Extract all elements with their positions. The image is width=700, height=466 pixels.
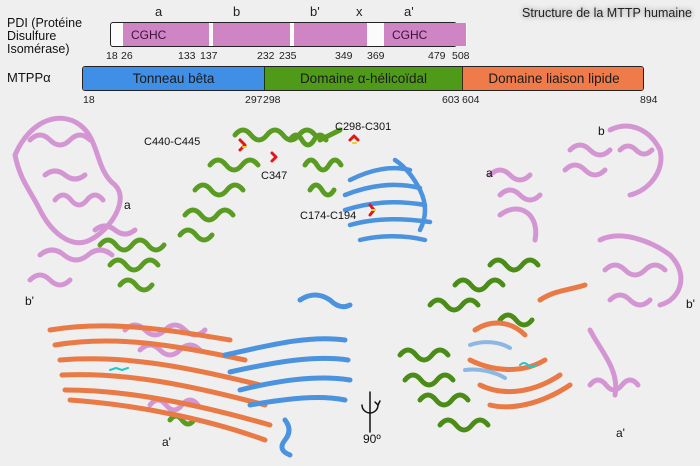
- pdi-bar-container: CGHC CGHC: [110, 22, 467, 47]
- pdi-num-369: 369: [367, 50, 385, 62]
- pdi-num-137: 137: [200, 50, 218, 62]
- rotation-label: 90º: [363, 432, 381, 446]
- mtppa-num-297: 297: [245, 94, 263, 106]
- rotation-icon: [361, 391, 381, 433]
- pdi-domain-a-motif: CGHC: [131, 27, 167, 42]
- pdi-domain-aprime: CGHC: [383, 23, 467, 46]
- mtppa-domain-lipid-binding-label: Domaine liaison lipide: [488, 71, 620, 86]
- pdi-num-479: 479: [428, 50, 446, 62]
- pdi-label-line-2: Disulfure: [7, 29, 57, 43]
- label-left-b-prime: b': [25, 294, 34, 308]
- right-lipid-binding-ribbon: [467, 282, 588, 410]
- right-alpha-helical-ribbon: [397, 257, 541, 433]
- pdi-domain-x-letter: x: [356, 4, 363, 19]
- mtppa-domain-alpha-helical: Domaine α-hélicoïdal: [264, 67, 463, 90]
- label-c298-c301: C298-C301: [335, 121, 392, 133]
- pdi-domain-aprime-letter: a': [404, 4, 414, 19]
- pdi-num-232: 232: [257, 50, 275, 62]
- right-pdi-ribbon: [487, 123, 684, 398]
- label-left-a: a: [124, 198, 131, 212]
- label-c347: C347: [261, 170, 288, 182]
- left-beta-barrel-ribbon: [222, 292, 353, 458]
- pdi-label-line-1: PDI (Protéine: [7, 16, 83, 30]
- pdi-num-26: 26: [121, 50, 133, 62]
- mtppa-num-894: 894: [640, 94, 658, 106]
- left-lipid-binding-ribbon: [47, 323, 273, 443]
- pdi-label-line-3: Isomérase): [7, 42, 70, 56]
- label-c174-c194: C174-C194: [300, 210, 357, 222]
- pdi-domain-aprime-motif: CGHC: [392, 27, 428, 42]
- pdi-domain-a: CGHC: [122, 23, 210, 46]
- label-right-b: b: [598, 124, 605, 138]
- mtppa-domain-beta-barrel: Tonneau bêta: [83, 67, 264, 90]
- label-right-b-prime: b': [686, 297, 695, 311]
- mtppa-num-298: 298: [263, 94, 281, 106]
- label-right-a: a: [486, 166, 493, 180]
- central-beta-barrel-ribbon: [342, 157, 433, 243]
- mtppa-num-604: 604: [462, 94, 480, 106]
- pdi-num-235: 235: [279, 50, 297, 62]
- pdi-domain-bprime: [293, 23, 368, 46]
- figure-title: Structure de la MTTP humaine: [522, 6, 692, 20]
- pdi-domain-b: [212, 23, 291, 46]
- mtppa-domain-beta-barrel-label: Tonneau bêta: [132, 71, 215, 86]
- pdi-domain-b-letter: b: [233, 4, 241, 19]
- central-alpha-helical-ribbon: [177, 127, 344, 243]
- mtppa-domain-alpha-helical-label: Domaine α-hélicoïdal: [299, 71, 428, 86]
- mtppa-domain-lipid-binding: Domaine liaison lipide: [463, 67, 643, 90]
- mtppa-bar: Tonneau bêta Domaine α-hélicoïdal Domain…: [82, 66, 644, 91]
- pdi-num-133: 133: [178, 50, 196, 62]
- pdi-num-18: 18: [106, 50, 118, 62]
- left-alpha-helical-ribbon: [97, 237, 197, 427]
- pdi-num-349: 349: [335, 50, 353, 62]
- pdi-domain-bprime-letter: b': [310, 4, 320, 19]
- label-left-a-prime: a': [162, 435, 171, 449]
- right-beta-barrel-ribbon: [463, 340, 512, 380]
- pdi-num-508: 508: [452, 50, 470, 62]
- pdi-label: PDI (Protéine Disulfure Isomérase): [7, 17, 82, 56]
- ligand-markers: [109, 362, 537, 371]
- label-right-a-prime: a': [616, 426, 625, 440]
- mtppa-num-603: 603: [442, 94, 460, 106]
- mtppa-num-18: 18: [83, 94, 95, 106]
- label-c440-c445: C440-C445: [144, 136, 201, 148]
- mtppa-label: MTPPα: [7, 70, 51, 85]
- left-pdi-ribbon: [12, 115, 208, 413]
- pdi-domain-a-letter: a: [155, 4, 163, 19]
